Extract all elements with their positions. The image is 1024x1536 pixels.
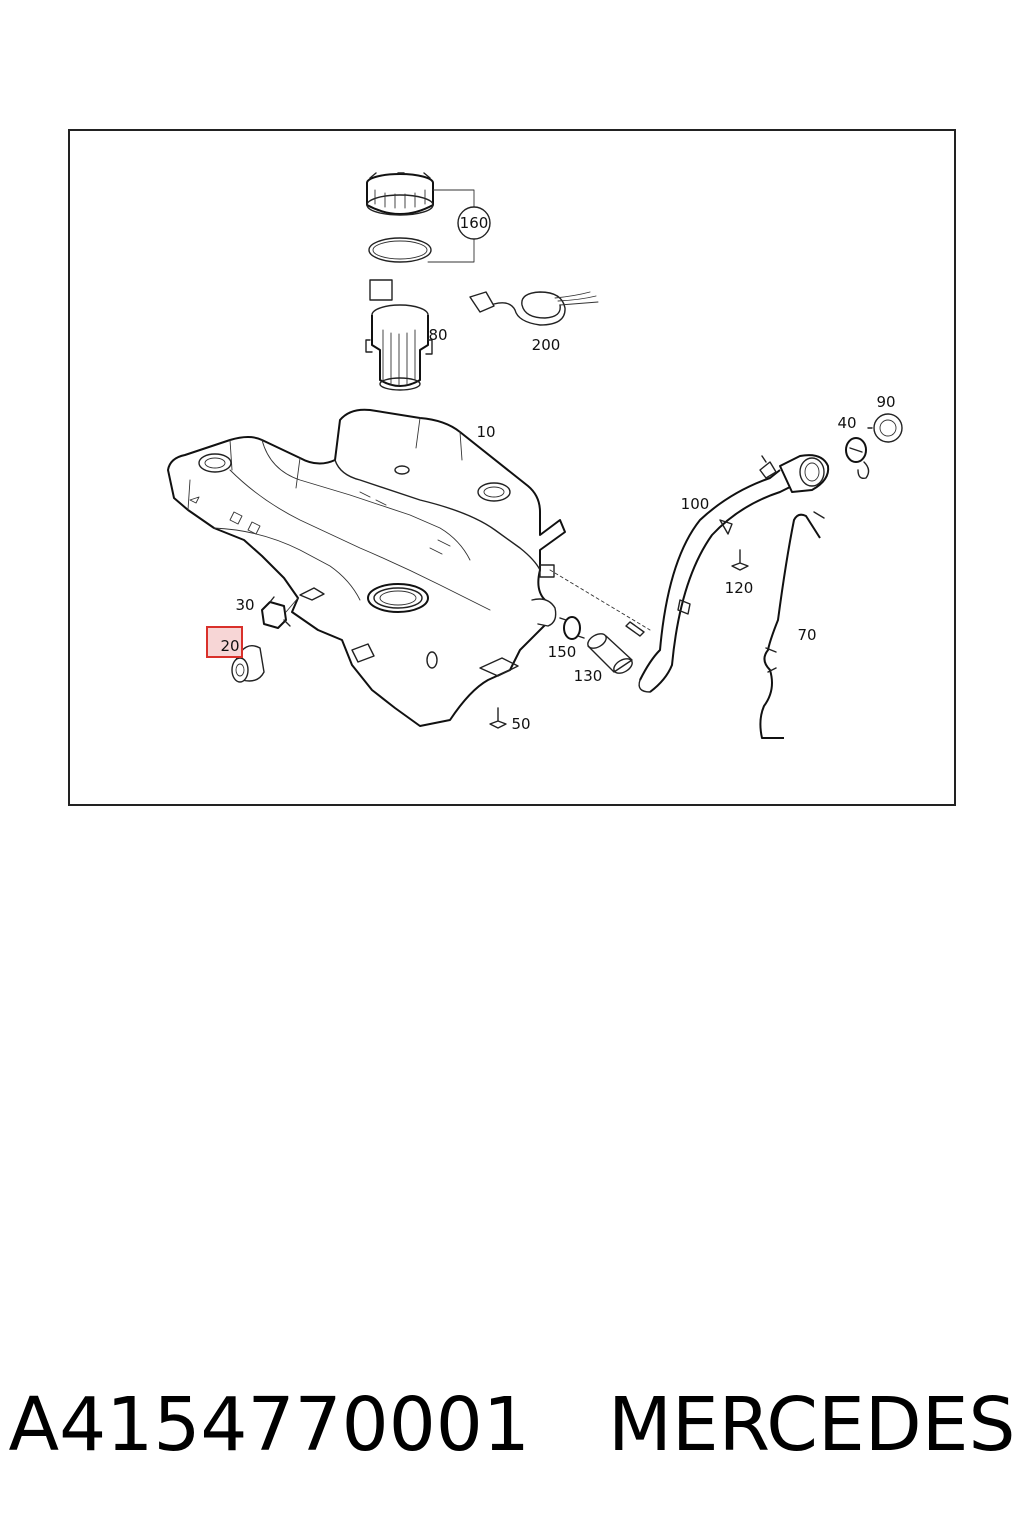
callout-160-leaders	[427, 189, 491, 263]
callout-30: 30	[235, 596, 254, 614]
callout-70: 70	[797, 626, 816, 644]
clip-part	[261, 596, 299, 629]
fuel-cap-part	[845, 437, 870, 480]
locking-ring-part	[366, 172, 434, 216]
bolt-120-part	[731, 549, 749, 571]
caption: A4154770001 MERCEDES	[0, 1370, 1024, 1480]
highlight-box	[206, 626, 243, 658]
diagram-frame	[68, 129, 956, 806]
fuel-tank-part	[167, 408, 566, 727]
filler-neck-part	[638, 454, 830, 693]
callout-150: 150	[548, 643, 577, 661]
leader-lines	[549, 569, 651, 637]
hose-part	[587, 633, 633, 674]
hose-clamp-part	[559, 616, 585, 640]
callout-20: 20	[220, 637, 239, 655]
callout-50: 50	[511, 715, 530, 733]
callout-40: 40	[837, 414, 856, 432]
seal-ring-part	[368, 237, 432, 263]
callout-120: 120	[725, 579, 754, 597]
wiring-harness-part	[469, 291, 599, 326]
callout-200: 200	[532, 336, 561, 354]
callout-100: 100	[681, 495, 710, 513]
fuel-pump-module-part	[365, 279, 433, 391]
part-number: A4154770001	[8, 1382, 530, 1468]
cap-90-part	[867, 413, 903, 443]
callout-80: 80	[428, 326, 447, 344]
callout-160: 160	[460, 214, 489, 232]
bolt-50-part	[489, 707, 507, 729]
vent-line-part	[759, 511, 825, 739]
callout-90: 90	[876, 393, 895, 411]
callout-10: 10	[476, 423, 495, 441]
brand-name: MERCEDES	[607, 1382, 1016, 1468]
callout-130: 130	[574, 667, 603, 685]
